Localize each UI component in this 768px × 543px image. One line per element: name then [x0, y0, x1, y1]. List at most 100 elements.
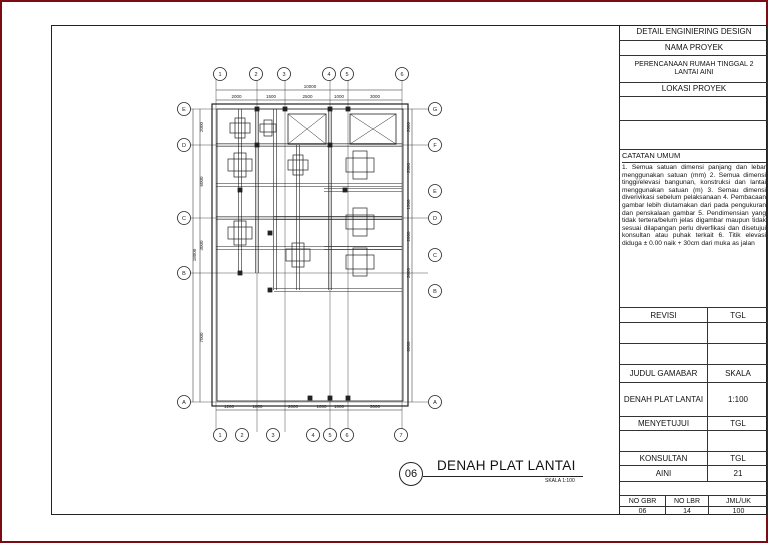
slab-pad-h-7	[345, 214, 375, 230]
bottom-axis-bubble-1	[235, 428, 249, 442]
konsultan-name: AINI	[620, 466, 708, 481]
bottom-axis-bubble-4	[323, 428, 337, 442]
right-dim-0: 2000	[406, 121, 411, 132]
left-axis-bubble-2-label: C	[182, 216, 186, 222]
left-axis-bubble-4	[177, 395, 191, 409]
left-dim-0: 2000	[199, 121, 204, 132]
slab-pad-v-2	[233, 152, 247, 178]
bottom-axis-bubble-3-label: 4	[311, 433, 314, 439]
no-lbr-value: 14	[666, 507, 709, 515]
top-axis-bubble-2-label: 3	[282, 72, 285, 78]
right-axis-bubble-3-label: D	[433, 216, 437, 222]
right-axis-bubble-2-label: E	[433, 189, 437, 195]
left-axis-bubble-1-label: D	[182, 143, 186, 149]
bottom-dim-0: 1200	[224, 404, 235, 409]
top-axis-bubble-0-label: 1	[218, 72, 221, 78]
left-axis-bubble-0	[177, 102, 191, 116]
tb-judul-values: DENAH PLAT LANTAI 1:100	[620, 383, 768, 417]
tb-konsultan-row: KONSULTAN TGL	[620, 452, 768, 466]
bottom-dim-4: 1000	[334, 404, 345, 409]
top-dim-3: 1000	[334, 94, 345, 99]
drawing-name: DENAH PLAT LANTAI	[437, 458, 576, 473]
slab-pad-h-5	[227, 226, 253, 240]
right-axis-bubble-3	[428, 211, 442, 225]
jml-label: JML/UK	[726, 497, 751, 505]
slab-pad-h-0	[229, 122, 251, 134]
bottom-axis-bubble-2	[266, 428, 280, 442]
title-block: DETAIL ENGINIERING DESIGN NAMA PROYEK PE…	[619, 25, 768, 515]
notes-body: 1. Semua satuan dimensi panjang dan leba…	[622, 164, 766, 247]
bottom-axis-bubble-0	[213, 428, 227, 442]
title-underline	[423, 476, 583, 477]
tb-konsultan-values: AINI 21	[620, 466, 768, 482]
tb-number-labels: NO GBR NO LBR JML/UK	[620, 496, 768, 507]
column-5	[327, 142, 333, 148]
general-notes: CATATAN UMUM 1. Semua satuan dimensi pan…	[620, 150, 768, 308]
bottom-axis-bubble-2-label: 3	[271, 433, 274, 439]
right-axis-bubble-0	[428, 102, 442, 116]
column-4	[254, 142, 260, 148]
slab-pad-h-3	[287, 159, 309, 171]
left-axis-bubble-2	[177, 211, 191, 225]
konsultan-tgl-label: TGL	[730, 454, 746, 463]
right-dim-4: 3000	[406, 267, 411, 278]
right-dim-2: 1500	[406, 199, 411, 210]
tb-revisi-empty-2	[620, 344, 768, 365]
top-axis-bubble-1	[249, 67, 263, 81]
right-dim-1: 2500	[406, 162, 411, 173]
tb-menyetujui-row: MENYETUJUI TGL	[620, 417, 768, 431]
slab-pad-v-8	[352, 247, 368, 277]
slab-pad-h-4	[345, 157, 375, 173]
column-0	[254, 106, 260, 112]
tb-spacer	[620, 121, 768, 150]
top-dim-2: 2500	[302, 94, 313, 99]
slab-pad-v-5	[233, 220, 247, 246]
column-2	[327, 106, 333, 112]
left-dim-1: 6000	[199, 176, 204, 187]
tb-header: DETAIL ENGINIERING DESIGN	[620, 25, 768, 41]
column-1	[282, 106, 288, 112]
tb-project-name-label: NAMA PROYEK	[620, 41, 768, 56]
bottom-axis-bubble-4-label: 5	[328, 433, 331, 439]
right-dim-3: 2000	[406, 231, 411, 242]
no-gbr-value: 06	[620, 507, 666, 515]
left-dim-2: 3000	[199, 240, 204, 251]
bottom-axis-bubble-5	[340, 428, 354, 442]
right-axis-bubble-4	[428, 248, 442, 262]
column-12	[327, 395, 333, 401]
tb-menyetujui-empty	[620, 431, 768, 452]
column-3	[345, 106, 351, 112]
drawing-number: 06	[399, 462, 423, 486]
judul-value: DENAH PLAT LANTAI	[620, 383, 708, 416]
right-axis-bubble-1-label: F	[433, 143, 437, 149]
right-axis-bubble-2	[428, 184, 442, 198]
left-axis-bubble-3	[177, 266, 191, 280]
tb-revisi-row: REVISI TGL	[620, 308, 768, 323]
bottom-axis-bubble-6-label: 7	[399, 433, 402, 439]
top-axis-bubble-1-label: 2	[254, 72, 257, 78]
konsultan-label: KONSULTAN	[620, 452, 708, 465]
bottom-dim-1: 1800	[252, 404, 263, 409]
top-axis-bubble-3	[322, 67, 336, 81]
bottom-axis-bubble-5-label: 6	[345, 433, 348, 439]
tb-judul-row: JUDUL GAMABAR SKALA	[620, 365, 768, 383]
right-dim-5: 6000	[406, 341, 411, 352]
top-axis-bubble-4	[340, 67, 354, 81]
top-axis-bubble-3-label: 4	[327, 72, 330, 78]
right-axis-bubble-6	[428, 395, 442, 409]
column-7	[267, 230, 273, 236]
left-axis-bubble-4-label: A	[182, 400, 186, 406]
konsultan-tgl: 21	[733, 469, 743, 478]
menyetujui-tgl-label: TGL	[730, 419, 746, 428]
right-axis-bubble-5-label: B	[433, 289, 437, 295]
bottom-dim-5: 3000	[370, 404, 381, 409]
bottom-axis-bubble-3	[306, 428, 320, 442]
top-total-dim: 10000	[304, 84, 317, 89]
bottom-dim-3: 1000	[316, 404, 327, 409]
column-11	[307, 395, 313, 401]
slab-pad-v-7	[352, 207, 368, 237]
judul-label: JUDUL GAMABAR	[620, 365, 708, 382]
slab-pad-v-0	[234, 117, 246, 139]
skala-label: SKALA	[725, 369, 751, 378]
